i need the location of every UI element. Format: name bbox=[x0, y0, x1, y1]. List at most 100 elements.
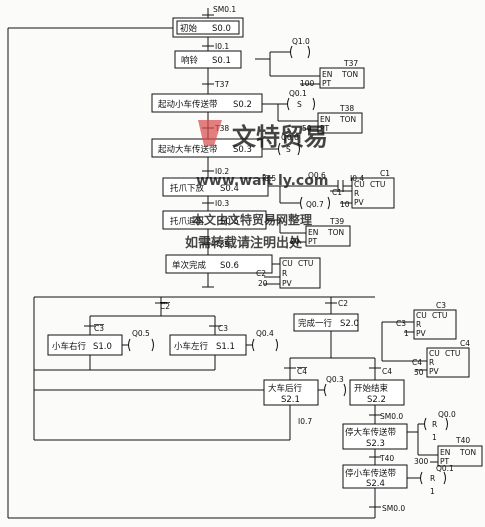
timer-name: T40 bbox=[455, 436, 470, 445]
step-box-stop-big bbox=[342, 423, 408, 450]
step-name: 托爪下放 bbox=[170, 183, 205, 194]
watermark-url: www.wait ly.com bbox=[196, 173, 328, 189]
step-id: S0.1 bbox=[212, 56, 231, 66]
timer-en: EN bbox=[308, 228, 318, 237]
counter-in: C4 bbox=[412, 358, 422, 367]
transition-label: I0.2 bbox=[215, 167, 229, 176]
step-id: S2.2 bbox=[367, 395, 386, 405]
timer-name: T37 bbox=[343, 59, 358, 68]
step-name: 单次完成 bbox=[172, 260, 207, 271]
timer-en: EN bbox=[322, 70, 332, 79]
coil-label: Q0.5 bbox=[132, 329, 150, 338]
counter-name: C4 bbox=[460, 339, 470, 348]
timer-type: TON bbox=[459, 448, 476, 457]
counter-preset: 20 bbox=[258, 279, 268, 288]
step-box-claw-down bbox=[162, 177, 269, 197]
counter-name: C1 bbox=[380, 169, 390, 178]
step-name: 小车左行 bbox=[174, 341, 209, 352]
counter-r: R bbox=[282, 269, 287, 278]
step-name: 大车后行 bbox=[268, 383, 303, 394]
timer-pt: PT bbox=[322, 79, 332, 88]
coil-label: Q0.3 bbox=[326, 375, 344, 384]
coil-count: 1 bbox=[432, 433, 437, 442]
coil-label: Q0.0 bbox=[438, 410, 456, 419]
transition-label: SM0.0 bbox=[380, 412, 403, 421]
transition-label: C4 bbox=[382, 367, 392, 376]
step-box-trolley-left bbox=[169, 334, 247, 356]
step-name: 完成一行 bbox=[298, 318, 333, 329]
step-id: S1.0 bbox=[93, 342, 112, 352]
counter-r: R bbox=[354, 189, 359, 198]
step-id: S2.1 bbox=[281, 395, 300, 405]
transition-label: C4 bbox=[297, 367, 307, 376]
timer-type: TON bbox=[339, 115, 356, 124]
coil-label: Q0.6 bbox=[308, 171, 326, 180]
timer-preset: 300 bbox=[414, 457, 429, 466]
step-id: S2.3 bbox=[366, 439, 385, 449]
transition-label: I0.1 bbox=[215, 42, 229, 51]
step-box-ring bbox=[174, 50, 242, 69]
coil-op: S bbox=[297, 100, 302, 109]
transition-label: T40 bbox=[379, 454, 394, 463]
step-box-row-done bbox=[293, 313, 359, 332]
transition-label: C2 bbox=[338, 299, 348, 308]
step-box-small-conveyor bbox=[151, 93, 263, 113]
step-id: S2.4 bbox=[366, 479, 385, 489]
counter-type: CTU bbox=[432, 311, 447, 320]
contact-label: I0.5 bbox=[262, 174, 276, 183]
counter-pv: PV bbox=[416, 329, 427, 338]
coil-label: Q0.1 bbox=[289, 89, 307, 98]
counter-pv: PV bbox=[429, 367, 440, 376]
counter-pv: PV bbox=[354, 198, 365, 207]
counter-preset: 50 bbox=[414, 368, 424, 377]
step-id: S0.4 bbox=[220, 184, 239, 194]
transition-label: I0.3 bbox=[215, 199, 229, 208]
step-id: S0.0 bbox=[212, 24, 231, 34]
timer-preset: 50 bbox=[302, 124, 312, 133]
coil-label: Q0.1 bbox=[436, 464, 454, 473]
timer-en: EN bbox=[320, 115, 330, 124]
counter-name: C3 bbox=[436, 301, 446, 310]
counter-preset: 1 bbox=[404, 329, 409, 338]
step-name: 起动小车传送带 bbox=[158, 99, 218, 110]
step-box-trolley-right bbox=[47, 334, 123, 356]
step-box-initial bbox=[172, 17, 244, 38]
counter-pv: PV bbox=[282, 279, 293, 288]
step-name: 小车右行 bbox=[52, 341, 87, 352]
timer-pt: PT bbox=[308, 237, 318, 246]
timer-preset: 100 bbox=[300, 79, 315, 88]
counter-in: C2 bbox=[256, 269, 266, 278]
step-id: S0.6 bbox=[220, 261, 239, 271]
coil-label: Q1.0 bbox=[292, 37, 310, 46]
step-name: 托爪退出 bbox=[170, 216, 204, 227]
step-name: 初始 bbox=[180, 23, 198, 34]
watermark-logo-icon bbox=[198, 120, 222, 146]
step-name: 起动大车传送带 bbox=[158, 144, 218, 155]
counter-cu: CU bbox=[354, 180, 365, 189]
transition-label: C3 bbox=[218, 324, 228, 333]
timer-type: TON bbox=[327, 228, 344, 237]
counter-r: R bbox=[429, 358, 434, 367]
step-id: S2.0 bbox=[340, 319, 359, 329]
counter-cu: CU bbox=[416, 311, 427, 320]
step-id: S1.1 bbox=[216, 342, 235, 352]
transition-label: SM0.1 bbox=[213, 5, 236, 14]
step-name: 停大车传送带 bbox=[345, 427, 397, 438]
coil-count: 1 bbox=[430, 487, 435, 496]
transition-label: C3 bbox=[94, 324, 104, 333]
step-box-single-done bbox=[165, 254, 273, 274]
watermark-note: 如需转载请注明出处 bbox=[185, 235, 303, 251]
timer-preset: 20 bbox=[290, 237, 300, 246]
counter-in: C3 bbox=[396, 319, 406, 328]
counter-type: CTU bbox=[445, 349, 460, 358]
step-box-stop-small bbox=[342, 464, 408, 489]
step-id: S0.2 bbox=[233, 100, 252, 110]
step-name: 响铃 bbox=[181, 55, 199, 66]
timer-pt: PT bbox=[440, 457, 450, 466]
step-box-start-end bbox=[349, 379, 405, 406]
counter-cu: CU bbox=[282, 259, 293, 268]
timer-name: T38 bbox=[339, 104, 354, 113]
contact-label: I0.4 bbox=[350, 174, 364, 183]
